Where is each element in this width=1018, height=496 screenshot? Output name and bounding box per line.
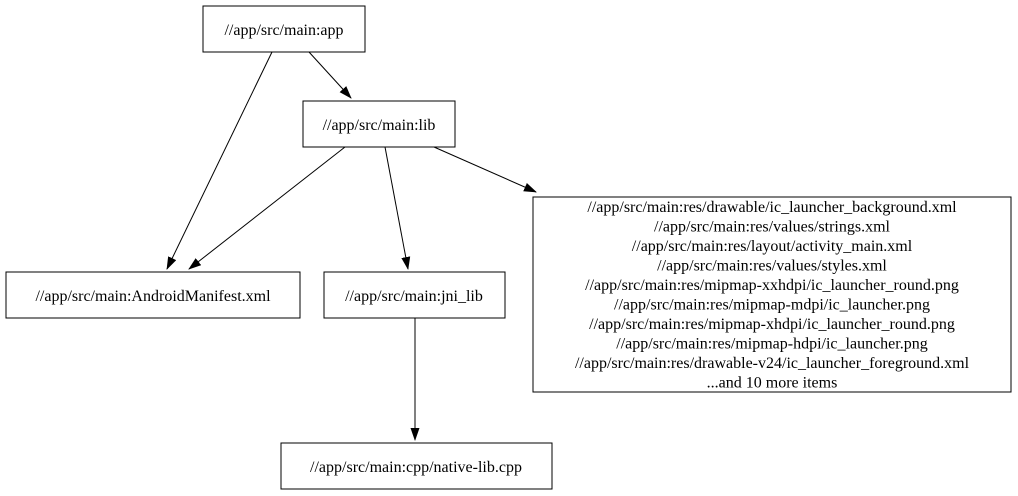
node-lib-box — [302, 100, 456, 148]
node-native-lib-cpp-label: //app/src/main:cpp/native-lib.cpp — [310, 459, 522, 476]
node-android-manifest-box — [5, 271, 301, 319]
node-res-group-line: //app/src/main:res/layout/activity_main.… — [632, 238, 913, 255]
node-app-box — [202, 5, 366, 53]
node-jni-lib-box — [323, 271, 506, 319]
edge-lib-to-jni-lib — [384, 146, 411, 270]
edge-lib-to-manifest — [188, 146, 346, 270]
node-lib-label: //app/src/main:lib — [323, 117, 436, 134]
node-res-group-line: //app/src/main:res/values/styles.xml — [657, 258, 887, 275]
node-res-group-line: //app/src/main:res/drawable/ic_launcher_… — [587, 199, 957, 216]
node-lib: //app/src/main:lib — [302, 100, 456, 148]
node-app-label: //app/src/main:app — [224, 22, 343, 39]
edge-lib-to-res-group — [433, 146, 537, 193]
edges — [166, 51, 537, 441]
node-res-group-line: //app/src/main:res/values/strings.xml — [654, 219, 891, 236]
node-res-group-line: //app/src/main:res/mipmap-mdpi/ic_launch… — [614, 297, 930, 314]
node-app: //app/src/main:app — [202, 5, 366, 53]
edge-app-to-manifest — [166, 51, 273, 270]
node-res-group-line: //app/src/main:res/mipmap-xxhdpi/ic_laun… — [585, 277, 959, 294]
node-res-group-line: //app/src/main:res/drawable-v24/ic_launc… — [575, 355, 970, 372]
node-native-lib-cpp: //app/src/main:cpp/native-lib.cpp — [280, 442, 553, 490]
edge-app-to-lib — [308, 51, 352, 99]
node-res-group-box — [532, 196, 1012, 393]
node-native-lib-cpp-box — [280, 442, 553, 490]
node-jni-lib-label: //app/src/main:jni_lib — [345, 288, 483, 305]
node-res-group-line: ...and 10 more items — [707, 375, 838, 392]
node-res-group-line: //app/src/main:res/mipmap-hdpi/ic_launch… — [616, 336, 927, 353]
node-jni-lib: //app/src/main:jni_lib — [323, 271, 506, 319]
node-android-manifest-label: //app/src/main:AndroidManifest.xml — [35, 288, 271, 305]
node-res-group: //app/src/main:res/drawable/ic_launcher_… — [532, 196, 1012, 393]
node-res-group-line: //app/src/main:res/mipmap-xhdpi/ic_launc… — [589, 316, 955, 333]
node-android-manifest: //app/src/main:AndroidManifest.xml — [5, 271, 301, 319]
